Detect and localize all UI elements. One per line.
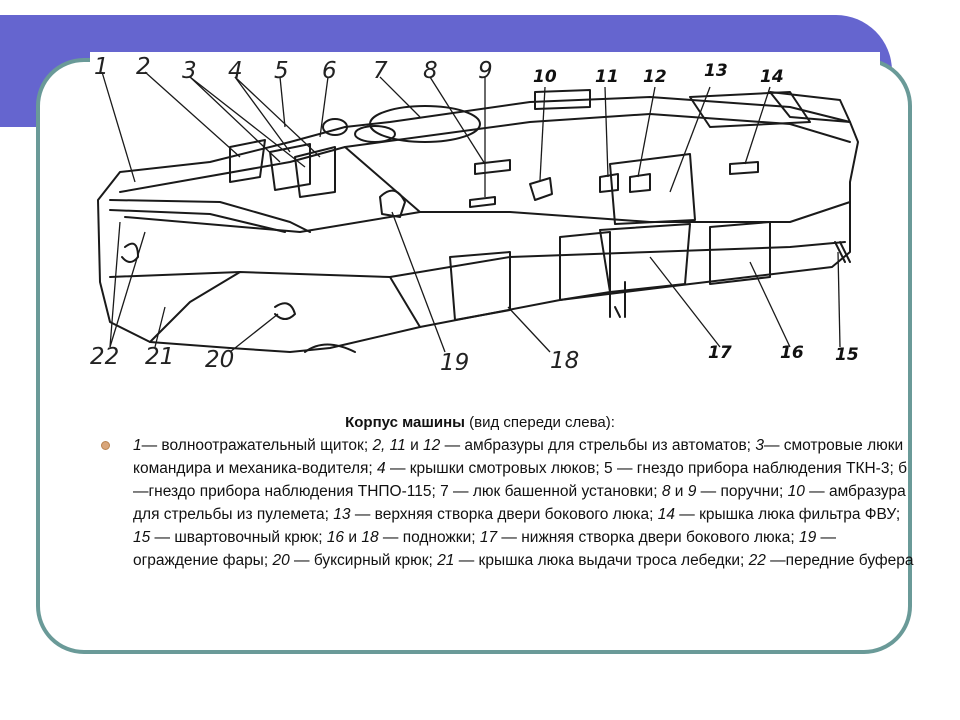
bullet-dot [101, 441, 110, 450]
legend-segment: 7 [440, 483, 449, 500]
label-21: 21 [145, 344, 174, 370]
legend-segment: — крышки смотровых люков; [385, 460, 605, 477]
label-14: 14 [760, 67, 784, 87]
legend-segment: 20 [272, 552, 290, 569]
legend-segment: — верхняя створка двери бокового люка; [350, 506, 658, 523]
legend-segment: 15 [133, 529, 151, 546]
label-4: 4 [228, 58, 243, 84]
legend-segment: — амбразура для стрельбы из пулемета; [133, 483, 906, 523]
label-19: 19 [440, 350, 469, 370]
label-10: 10 [533, 67, 557, 87]
legend-segment: — волноотражательный щиток; [141, 437, 373, 454]
label-1: 1 [94, 54, 109, 80]
label-5: 5 [274, 58, 289, 84]
legend-segment: —гнездо прибора наблюдения ТНПО-115; [133, 483, 441, 500]
legend-segment: — люк башенной установки; [448, 483, 662, 500]
label-13: 13 [704, 61, 728, 81]
legend-segment: 8 [661, 483, 671, 500]
legend-segment: 9 [687, 483, 697, 500]
legend-segment: — подножки; [378, 529, 480, 546]
legend-segment: и [344, 529, 362, 546]
label-20: 20 [205, 347, 234, 370]
legend-segment: и [405, 437, 424, 454]
label-8: 8 [423, 58, 438, 84]
legend-segment: 19 [799, 529, 817, 546]
figure-legend-text: 1— волноотражательный щиток; 2, 11 и 12 … [133, 434, 918, 572]
label-17: 17 [708, 343, 732, 363]
legend-segment: — буксирный крюк; [289, 552, 438, 569]
legend-segment: — ограждение фары; [133, 529, 837, 569]
legend-segment: — амбразуры для стрельбы из автоматов; [440, 437, 756, 454]
label-15: 15 [835, 345, 859, 365]
legend-segment: 1 [133, 437, 142, 454]
legend-segment: — поручни; [696, 483, 788, 500]
label-11: 11 [595, 67, 619, 87]
legend-segment: — швартовочный крюк; [150, 529, 327, 546]
legend-segment: 16 [326, 529, 345, 546]
legend-segment: 14 [657, 506, 675, 523]
legend-segment: — гнездо прибора наблюдения ТКН-3; [612, 460, 899, 477]
legend-segment: 21 [437, 552, 455, 569]
legend-segment: 18 [361, 529, 379, 546]
legend-segment: б [898, 460, 907, 477]
legend-segment: 3 [755, 437, 764, 454]
vehicle-hull-figure: 1 2 3 4 5 6 7 8 9 22 21 20 19 18 10 11 1… [90, 52, 880, 370]
legend-segment: — смотровые люки командира и механика-во… [133, 437, 904, 477]
legend-segment: 10 [787, 483, 805, 500]
label-16: 16 [780, 343, 804, 363]
legend-segment: 17 [479, 529, 498, 546]
caption-title-rest: (вид спереди слева): [464, 414, 615, 431]
caption-title-bold: Корпус машины [345, 414, 465, 431]
label-12: 12 [643, 67, 667, 87]
legend-segment: 12 [423, 437, 441, 454]
label-18: 18 [550, 348, 579, 370]
figure-caption-title: Корпус машины (вид спереди слева): [0, 414, 960, 431]
label-7: 7 [373, 58, 388, 84]
legend-segment: и [670, 483, 688, 500]
legend-segment: 22 [748, 552, 766, 569]
legend-segment: 4 [377, 460, 386, 477]
legend-segment: —передние буфера [765, 552, 914, 569]
hull-drawing: 1 2 3 4 5 6 7 8 9 22 21 20 19 18 10 11 1… [90, 54, 859, 370]
legend-segment: 5 [604, 460, 613, 477]
label-22: 22 [90, 344, 119, 370]
legend-segment: — нижняя створка двери бокового люка; [497, 529, 799, 546]
legend-segment: — крышка люка выдачи троса лебедки; [454, 552, 749, 569]
label-2: 2 [136, 54, 151, 80]
label-9: 9 [478, 58, 493, 84]
legend-segment: — крышка люка фильтра ФВУ; [674, 506, 901, 523]
legend-segment: 2, 11 [372, 437, 406, 454]
label-6: 6 [322, 58, 337, 84]
legend-segment: 13 [333, 506, 351, 523]
label-3: 3 [182, 58, 197, 84]
